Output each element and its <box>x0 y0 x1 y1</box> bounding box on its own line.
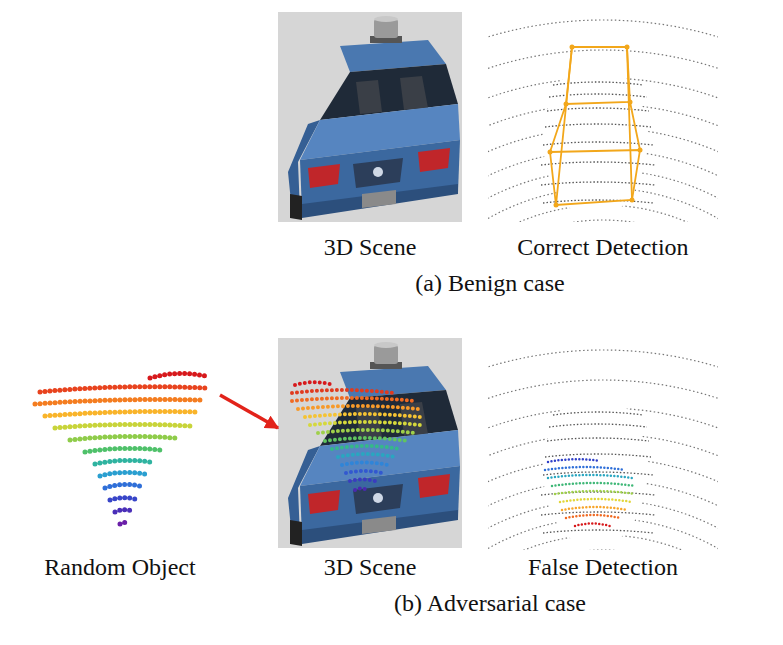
bounding-box-corners-part <box>625 45 630 50</box>
placed-object-cloud-part <box>292 398 415 401</box>
benign-point-cloud-part <box>488 20 718 222</box>
bounding-box-corners-part <box>570 45 575 50</box>
false-detection-cloud-part <box>555 491 635 494</box>
adversarial-point-cloud-part <box>488 350 718 550</box>
random-object-cloud-part <box>40 387 205 392</box>
placed-object-cloud-part <box>346 471 382 473</box>
false-detection-cloud-part <box>545 467 625 470</box>
false-detection-cloud-part <box>560 499 632 502</box>
panel-caption: Random Object <box>0 552 240 582</box>
bounding-box-corners-part <box>630 198 635 203</box>
red-arrow <box>220 395 278 428</box>
bounding-box-corners-part <box>628 100 633 105</box>
detection-panel: False Detection <box>488 340 718 582</box>
random-object-cloud-part <box>70 436 175 440</box>
bounding-box-part <box>550 150 640 205</box>
false-detection-cloud-part <box>548 459 600 462</box>
panel-caption: False Detection <box>468 552 738 582</box>
panel-caption: 3D Scene <box>258 232 482 262</box>
placed-object-cloud <box>292 382 420 490</box>
bounding-box-corners <box>548 45 643 208</box>
benign-point-cloud-part <box>488 10 718 222</box>
subfigure-caption: (b) Adversarial case <box>330 588 650 618</box>
random-object-cloud-part <box>110 498 135 500</box>
placed-object-cloud-part <box>332 446 400 449</box>
bounding-box-corners-part <box>554 203 559 208</box>
random-object-cloud-part <box>100 472 145 476</box>
random-object-cloud-part <box>85 448 160 452</box>
placed-object-cloud-part <box>292 390 395 393</box>
panel-caption: Correct Detection <box>468 232 738 262</box>
scene-panel: 3D Scene <box>278 12 462 262</box>
object-panel: Random Object <box>20 360 220 582</box>
random-object-cloud-part <box>55 424 190 428</box>
placed-object-cloud-part <box>305 414 420 417</box>
false-detection-cloud-part <box>575 524 610 527</box>
placed-object-cloud-part <box>318 430 415 433</box>
random-object-cloud-part <box>95 460 150 464</box>
adversarial-point-cloud-part <box>543 392 647 548</box>
bounding-box-part <box>566 47 630 104</box>
bounding-box-corners-part <box>638 148 643 153</box>
random-object-cloud-part <box>120 523 128 525</box>
bounding-box <box>550 47 640 205</box>
random-object-cloud <box>35 373 205 524</box>
false-detection-cloud-part <box>566 515 620 518</box>
random-object-cloud-part <box>35 400 200 405</box>
random-object-cloud-part <box>45 412 195 417</box>
bounding-box-part <box>550 47 640 205</box>
detection-panel: Correct Detection <box>488 10 718 262</box>
random-object-cloud-part <box>115 510 132 512</box>
subfigure-caption: (a) Benign case <box>330 268 650 298</box>
benign-point-cloud <box>488 10 718 222</box>
placed-object-cloud-part <box>298 406 418 409</box>
bounding-box-corners-part <box>548 150 553 155</box>
adversarial-point-cloud <box>488 340 718 550</box>
random-object-cloud-part <box>150 373 205 378</box>
bounding-box-corners-part <box>564 102 569 107</box>
placed-object-cloud-part <box>310 422 420 425</box>
placed-object-cloud-part <box>342 463 388 466</box>
adversarial-point-cloud-part <box>541 412 655 533</box>
false-detection-cloud-part <box>552 483 635 486</box>
false-detection-cloud-part <box>562 507 628 510</box>
placed-object-cloud-part <box>325 438 408 441</box>
false-detection-cloud-part <box>548 475 632 478</box>
placed-object-cloud-part <box>350 480 375 482</box>
adversarial-car-render <box>278 338 462 548</box>
benign-car-render <box>278 12 462 222</box>
random-object-cloud-part <box>105 484 140 488</box>
adversarial-point-cloud-part <box>488 340 718 550</box>
placed-object-cloud-part <box>355 489 368 491</box>
placed-object-cloud-part <box>295 382 330 385</box>
false-detection-cloud <box>545 459 635 526</box>
panel-caption: 3D Scene <box>258 552 482 582</box>
scene-panel: 3D Scene <box>278 340 462 582</box>
placed-object-cloud-part <box>338 454 395 457</box>
